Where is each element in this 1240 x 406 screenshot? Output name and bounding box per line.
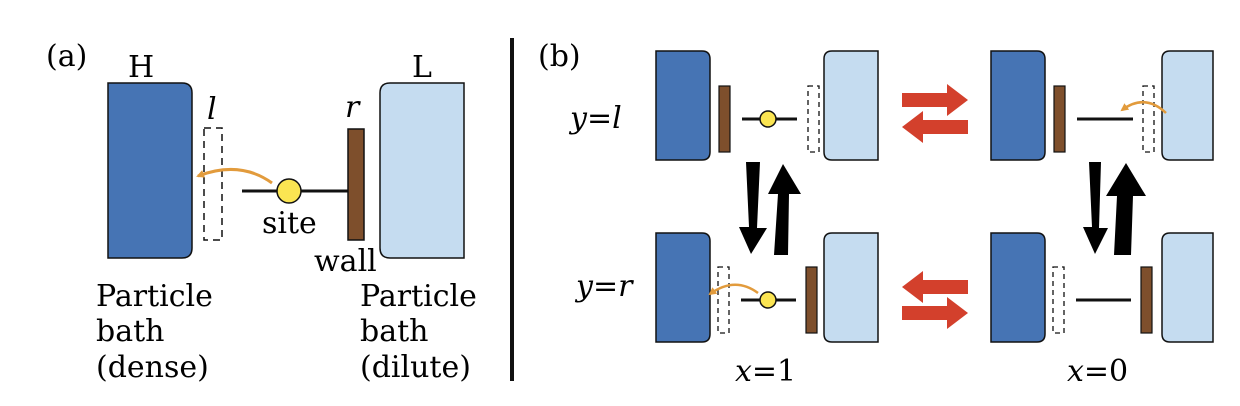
dense-bath-label: H [128, 50, 154, 85]
site [759, 110, 777, 128]
transition-arrows-right [1083, 162, 1146, 255]
state-x1-yl [655, 50, 879, 161]
particle-hop-arrow [196, 167, 273, 185]
dilute-bath [823, 50, 879, 161]
empty-wall-slot-r [807, 85, 820, 153]
wall-r [805, 266, 818, 334]
particle-hop-arrow [1120, 101, 1167, 114]
red-arrow-left [902, 111, 968, 143]
state-x0-yl [990, 50, 1214, 161]
red-arrow-left [902, 271, 968, 303]
red-arrow-right [902, 84, 968, 116]
row-label-y-r: y=r [574, 269, 634, 304]
black-arrow-up [1106, 163, 1146, 255]
dilute-bath [1161, 50, 1214, 161]
empty-wall-slot-r [1142, 85, 1155, 153]
black-arrow-down [1083, 162, 1108, 254]
panel-a: (a) H L l site r wall Particle bath (den… [46, 39, 486, 385]
particle-hop-arrow [708, 283, 759, 296]
site [276, 178, 302, 204]
wall-l [1053, 85, 1066, 153]
position-r-label: r [345, 90, 361, 125]
black-arrow-up [768, 164, 801, 255]
dilute-bath [379, 82, 465, 259]
red-arrow-right [902, 297, 968, 329]
wall-r [1140, 266, 1153, 334]
dilute-bath [1161, 232, 1214, 343]
dilute-bath [823, 232, 879, 343]
panel-a-tag: (a) [46, 39, 87, 74]
empty-wall-slot-l [1052, 266, 1065, 334]
transition-arrows-top [902, 84, 968, 143]
state-x1-yr [655, 232, 879, 343]
dense-bath-caption: Particle bath (dense) [96, 279, 222, 385]
transition-arrows-bottom [902, 271, 968, 329]
row-label-y-l: y=l [568, 101, 622, 136]
site [759, 291, 777, 309]
dense-bath [655, 50, 711, 161]
dilute-bath-caption: Particle bath (dilute) [360, 279, 486, 385]
wall-label: wall [314, 244, 377, 279]
column-label-x0: x=0 [1067, 354, 1128, 389]
wall-l [718, 85, 731, 153]
dense-bath [990, 50, 1046, 161]
site-label: site [262, 206, 317, 241]
wall-r [347, 128, 365, 241]
panel-b-tag: (b) [538, 39, 581, 74]
black-arrow-down [739, 162, 767, 254]
transition-arrows-left [739, 162, 801, 255]
column-label-x1: x=1 [735, 354, 796, 389]
dense-bath [655, 232, 711, 343]
panel-b: (b) y=l y=r [538, 39, 1214, 389]
position-l-label: l [207, 92, 217, 127]
empty-wall-slot-l [203, 127, 223, 241]
dense-bath [107, 82, 193, 259]
empty-wall-slot-l [717, 266, 730, 334]
dilute-bath-label: L [412, 50, 432, 85]
state-x0-yr [990, 232, 1214, 343]
dense-bath [990, 232, 1046, 343]
